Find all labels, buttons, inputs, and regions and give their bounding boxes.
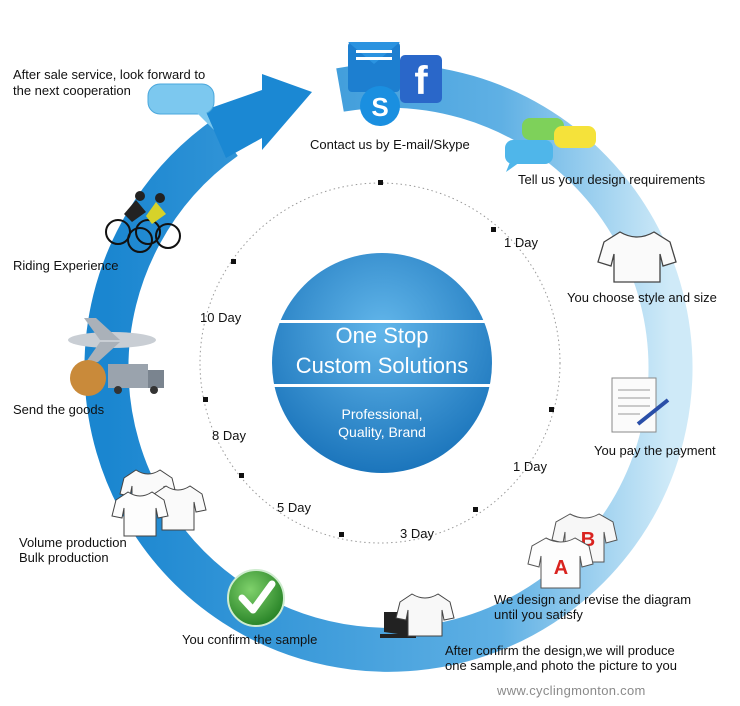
duration-1-day-top: 1 Day <box>504 235 538 250</box>
step-style-size: You choose style and size <box>567 290 717 305</box>
step-volume-line2: Bulk production <box>19 550 109 565</box>
center-sub-line2: Quality, Brand <box>338 424 426 440</box>
chat-bubbles-icon <box>505 118 596 172</box>
marker <box>203 397 208 402</box>
jerseys-stack-icon <box>111 469 207 537</box>
process-ring <box>84 63 693 672</box>
duration-5-day: 5 Day <box>277 500 311 515</box>
center-band <box>272 320 492 323</box>
ring-arrow-head <box>262 74 312 150</box>
center-title-line2: Custom Solutions <box>295 353 469 378</box>
skype-icon: S <box>360 86 400 126</box>
step-after-sale-line1: After sale service, look forward to <box>13 67 206 82</box>
website-watermark: www.cyclingmonton.com <box>497 683 646 698</box>
step-confirm-sample: You confirm the sample <box>182 632 318 647</box>
center-title-line1: One Stop <box>335 323 429 348</box>
marker <box>231 259 236 264</box>
center-sub-line1: Professional, <box>341 406 423 422</box>
step-payment: You pay the payment <box>594 443 716 458</box>
step-revise-line2: until you satisfy <box>494 607 583 622</box>
duration-1-day-right: 1 Day <box>513 459 547 474</box>
step-riding: Riding Experience <box>13 258 119 273</box>
step-send-goods: Send the goods <box>13 402 105 417</box>
marker <box>491 227 496 232</box>
step-sample-line2: one sample,and photo the picture to you <box>445 658 677 673</box>
duration-8-day: 8 Day <box>212 428 246 443</box>
ab-jersey-icon: B A <box>527 513 618 589</box>
svg-text:f: f <box>414 59 428 103</box>
marker <box>549 407 554 412</box>
facebook-icon: f <box>400 55 442 103</box>
step-volume-line1: Volume production <box>19 535 127 550</box>
center-band <box>272 384 492 387</box>
step-contact: Contact us by E-mail/Skype <box>310 137 470 152</box>
svg-text:S: S <box>371 92 388 122</box>
ring-arrow-shaft <box>205 90 262 158</box>
center-circle <box>272 253 492 473</box>
timeline-markers <box>203 180 554 537</box>
step-sample-line1: After confirm the design,we will produce <box>445 643 675 658</box>
sewing-machine-icon <box>380 593 455 638</box>
marker <box>339 532 344 537</box>
step-revise-line1: We design and revise the diagram <box>494 592 692 607</box>
speech-bubble-icon <box>147 83 215 130</box>
email-icon <box>348 42 400 92</box>
duration-10-day: 10 Day <box>200 310 242 325</box>
marker <box>473 507 478 512</box>
step-after-sale-line2: the next cooperation <box>13 83 131 98</box>
jersey-icon <box>597 231 677 283</box>
airplane-truck-icon <box>68 318 164 396</box>
marker <box>378 180 383 185</box>
duration-3-day: 3 Day <box>400 526 434 541</box>
timeline-circle <box>199 182 561 544</box>
step-design-requirements: Tell us your design requirements <box>518 172 706 187</box>
marker <box>239 473 244 478</box>
document-pen-icon <box>611 377 670 433</box>
svg-text:A: A <box>554 557 568 579</box>
cyclists-icon <box>105 191 181 253</box>
check-icon <box>227 569 285 627</box>
